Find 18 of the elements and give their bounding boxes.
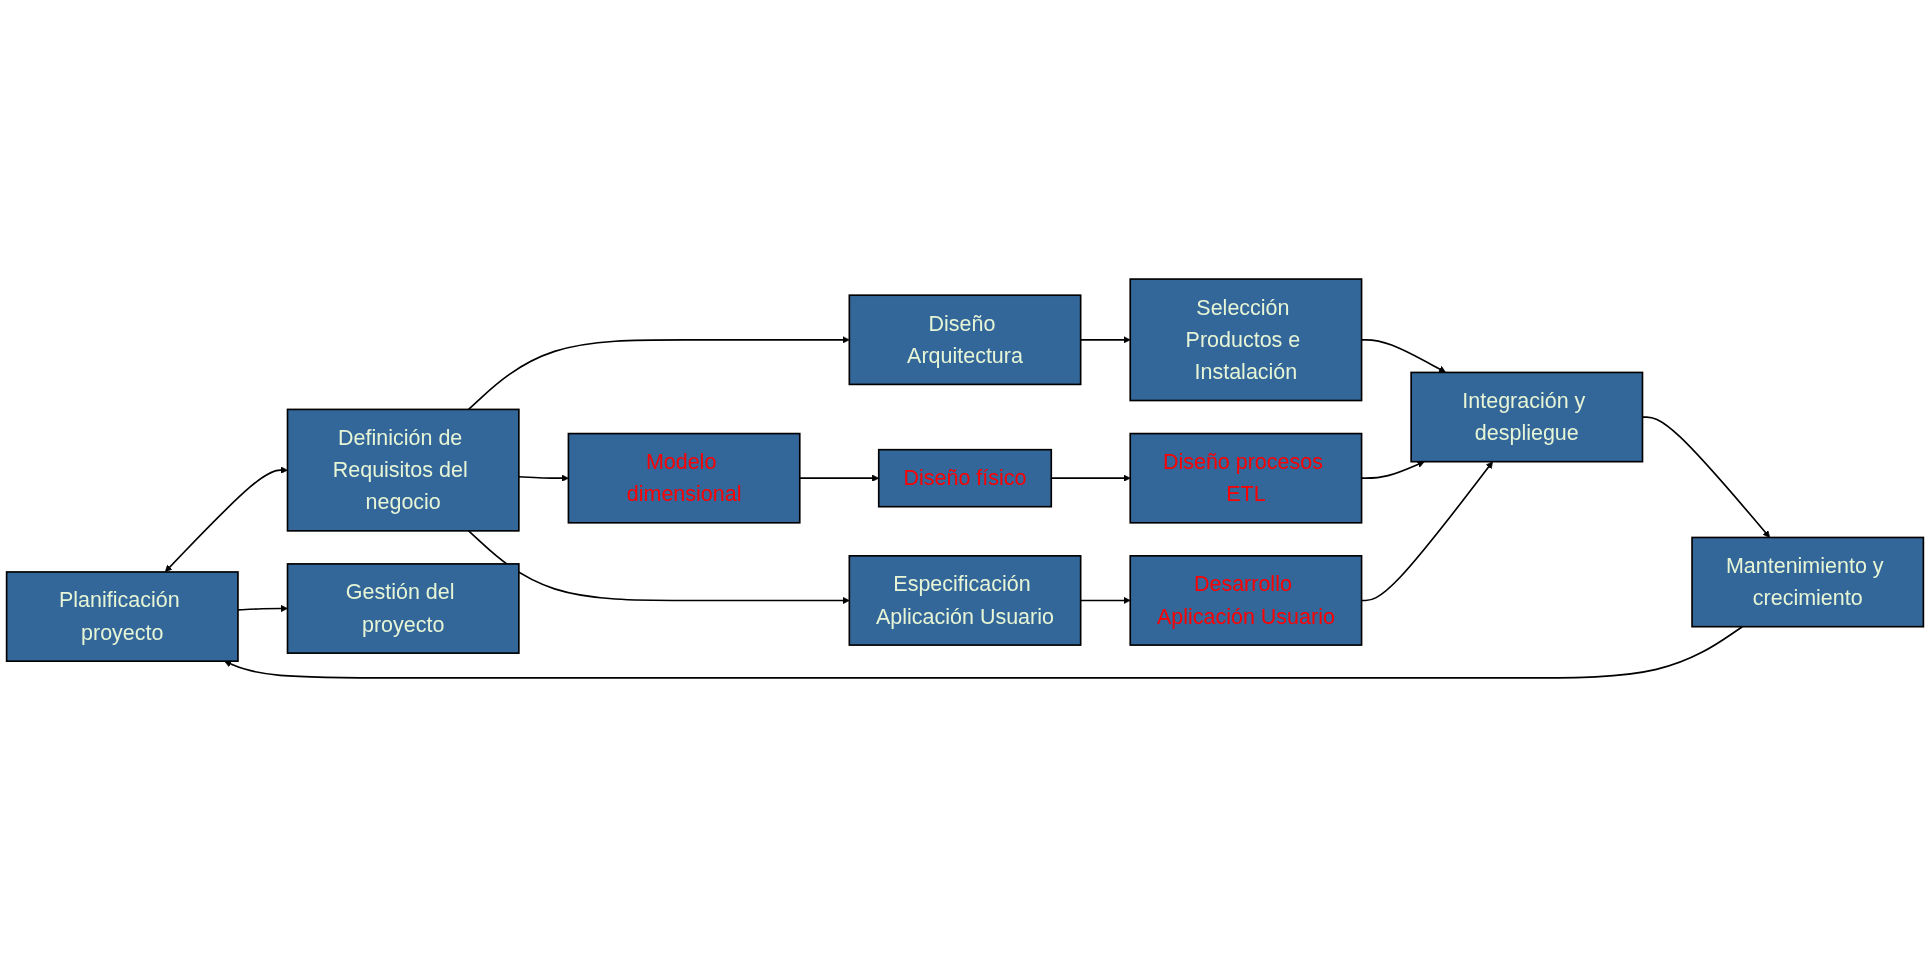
node-box: Definición de Requisitos del negocio	[286, 408, 520, 532]
node-box: Diseño físico	[877, 448, 1053, 508]
node-box: Modelo dimensional	[567, 432, 801, 524]
arrow	[467, 336, 850, 411]
arrow	[237, 604, 288, 613]
node-box: Planificación proyecto	[5, 571, 239, 662]
arrow	[224, 625, 1744, 679]
node-box: Gestión del proyecto	[286, 563, 520, 654]
node-box: Especificación Aplicación Usuario	[848, 555, 1082, 646]
node-box: Mantenimiento y crecimiento	[1691, 536, 1925, 628]
node-box: Selección Productos e Instalación	[1129, 278, 1363, 402]
node-box: Desarrollo Aplicación Usuario	[1129, 555, 1363, 646]
node-box: Integración y despliegue	[1410, 371, 1644, 463]
node-box: Diseño procesos ETL	[1129, 432, 1363, 524]
arrow	[164, 466, 288, 573]
arrow	[467, 530, 850, 605]
node-box: Diseño Arquitectura	[848, 294, 1082, 386]
arrow	[518, 474, 569, 482]
